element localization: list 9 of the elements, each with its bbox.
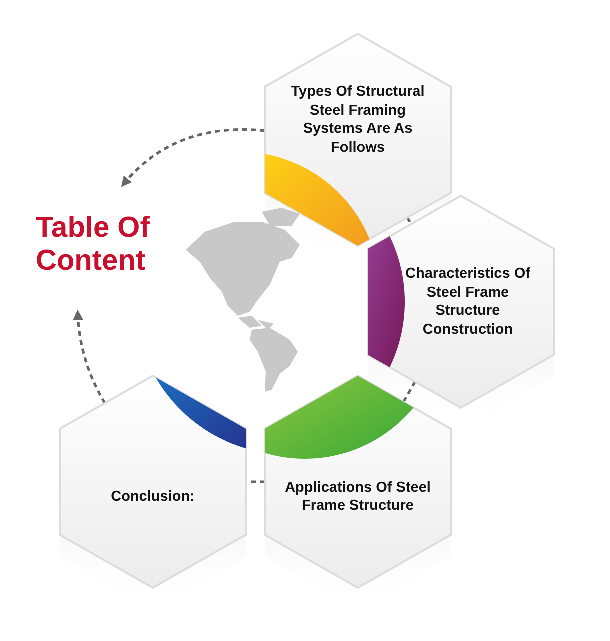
topic-text: Characteristics Of Steel Frame Structure Construction bbox=[404, 265, 532, 339]
dashed-connector bbox=[402, 381, 416, 403]
topic-text: Applications Of Steel Frame Structure bbox=[284, 478, 432, 516]
dashed-connector bbox=[406, 217, 413, 225]
dashed-arrow bbox=[73, 310, 106, 404]
title: Table Of Content bbox=[36, 212, 151, 278]
topic-text: Types Of Structural Steel Framing Systems Are As Follows bbox=[290, 83, 426, 157]
dashed-arrow bbox=[121, 128, 266, 188]
topic-text: Conclusion: bbox=[110, 488, 196, 506]
